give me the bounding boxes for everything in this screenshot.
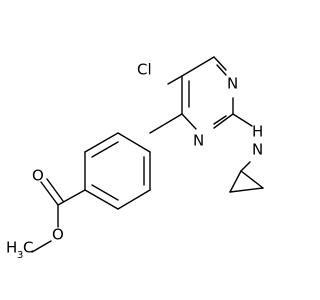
- cyclopropane-bond: [229, 170, 242, 193]
- benzene-ring: [84, 132, 151, 210]
- cyclopropylamine-group: H N: [229, 113, 264, 193]
- chlorine-label: Cl: [137, 61, 152, 79]
- bond: [117, 132, 151, 153]
- bond: [181, 56, 215, 77]
- chemical-structure-diagram: O O H 3 C N N Cl H N: [6, 56, 264, 261]
- bond: [84, 132, 119, 153]
- methyl-subscript-label: 3: [17, 250, 23, 261]
- methyl-c-label: C: [23, 239, 33, 257]
- chlorine-substituent: Cl: [137, 61, 183, 85]
- ring-nitrogen-1-label: N: [227, 75, 238, 93]
- pyrimidine-ring: N N: [149, 56, 238, 150]
- double-bond-inner: [91, 141, 119, 158]
- ester-oxygen-label: O: [52, 226, 64, 244]
- bond: [117, 189, 151, 210]
- bond: [181, 113, 197, 130]
- bond: [213, 56, 227, 71]
- bond: [213, 113, 234, 129]
- double-bond-inner: [91, 184, 119, 201]
- methyl-h-label: H: [6, 239, 17, 257]
- ring-nitrogen-2-label: N: [193, 132, 204, 150]
- bond: [149, 113, 183, 134]
- bond: [240, 161, 251, 172]
- double-bond-inner: [213, 115, 227, 125]
- cyclopropane-bond: [240, 170, 264, 189]
- amine-h-label: H: [252, 123, 263, 141]
- carbonyl-bond-double: [46, 178, 64, 202]
- bond: [31, 240, 52, 253]
- double-bond-inner: [216, 64, 227, 76]
- cyclopropane-bond: [229, 187, 264, 193]
- bond: [84, 189, 119, 210]
- bond: [167, 75, 183, 85]
- bond: [232, 113, 253, 127]
- bond: [57, 189, 86, 206]
- ester-group: O O H 3 C: [6, 167, 86, 261]
- carbonyl-oxygen-label: O: [32, 167, 44, 185]
- amine-n-label: N: [252, 141, 263, 159]
- carbonyl-bond: [40, 181, 59, 206]
